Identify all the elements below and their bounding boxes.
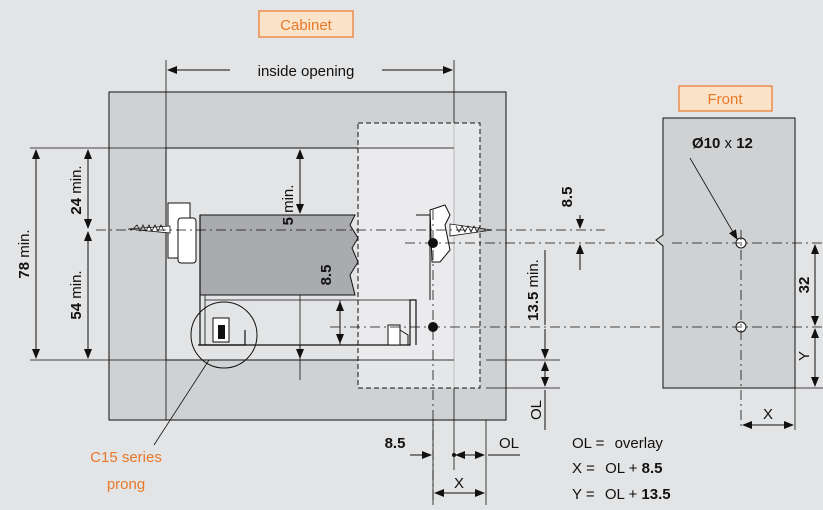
drawer-box (199, 214, 359, 296)
ol-horizontal-label: OL (499, 435, 519, 452)
dim-8-5-interior-label: 8.5 (318, 265, 335, 286)
reference-lines (30, 60, 660, 505)
front-label: Front (678, 85, 773, 112)
cabinet-label: Cabinet (258, 10, 354, 38)
dim-13-5-label: 13.5 min. (525, 259, 542, 321)
ol-vertical-label: OL (528, 400, 545, 420)
front-drawing (655, 117, 823, 430)
front-bracket (429, 204, 451, 263)
y-vertical-label: Y (796, 351, 813, 361)
dim-32-label: 32 (796, 277, 813, 294)
dimensions-cabinet (32, 66, 584, 497)
front-panel (655, 117, 796, 389)
legend-line-x: X = OL + 8.5 (572, 460, 663, 477)
legend-line-y: Y = OL + 13.5 (572, 486, 671, 503)
left-screw (127, 224, 171, 234)
x-bottom-label: X (454, 475, 464, 492)
dim-8-5-upper-label: 8.5 (559, 187, 576, 208)
legend-line-ol: OL = overlay (572, 435, 663, 452)
front-panel-overlay (357, 122, 481, 389)
dim-78-label: 78 min. (16, 229, 33, 278)
prong-label-line1: C15 series (90, 449, 162, 466)
front-title: Front (707, 91, 743, 108)
prong-label-line2: prong (107, 476, 145, 493)
x-front-label: X (763, 406, 773, 423)
dim-5-label: 5 min. (280, 185, 297, 226)
cabinet-title: Cabinet (280, 17, 333, 34)
drawer-runner (199, 215, 417, 346)
legend: OL = overlay X = OL + 8.5 Y = OL + 13.5 (572, 435, 671, 503)
dim-8-5-bottom-label: 8.5 (385, 435, 406, 452)
inside-opening-label: inside opening (258, 63, 355, 80)
hole-spec-label: Ø10 x 12 (692, 135, 753, 152)
prong-detail-circle (190, 301, 258, 369)
prong-leader (153, 359, 210, 446)
dim-54-label: 54 min. (68, 270, 85, 319)
dim-24-label: 24 min. (68, 165, 85, 214)
hole-leader (689, 157, 738, 240)
cabinet-drawing (108, 91, 507, 446)
